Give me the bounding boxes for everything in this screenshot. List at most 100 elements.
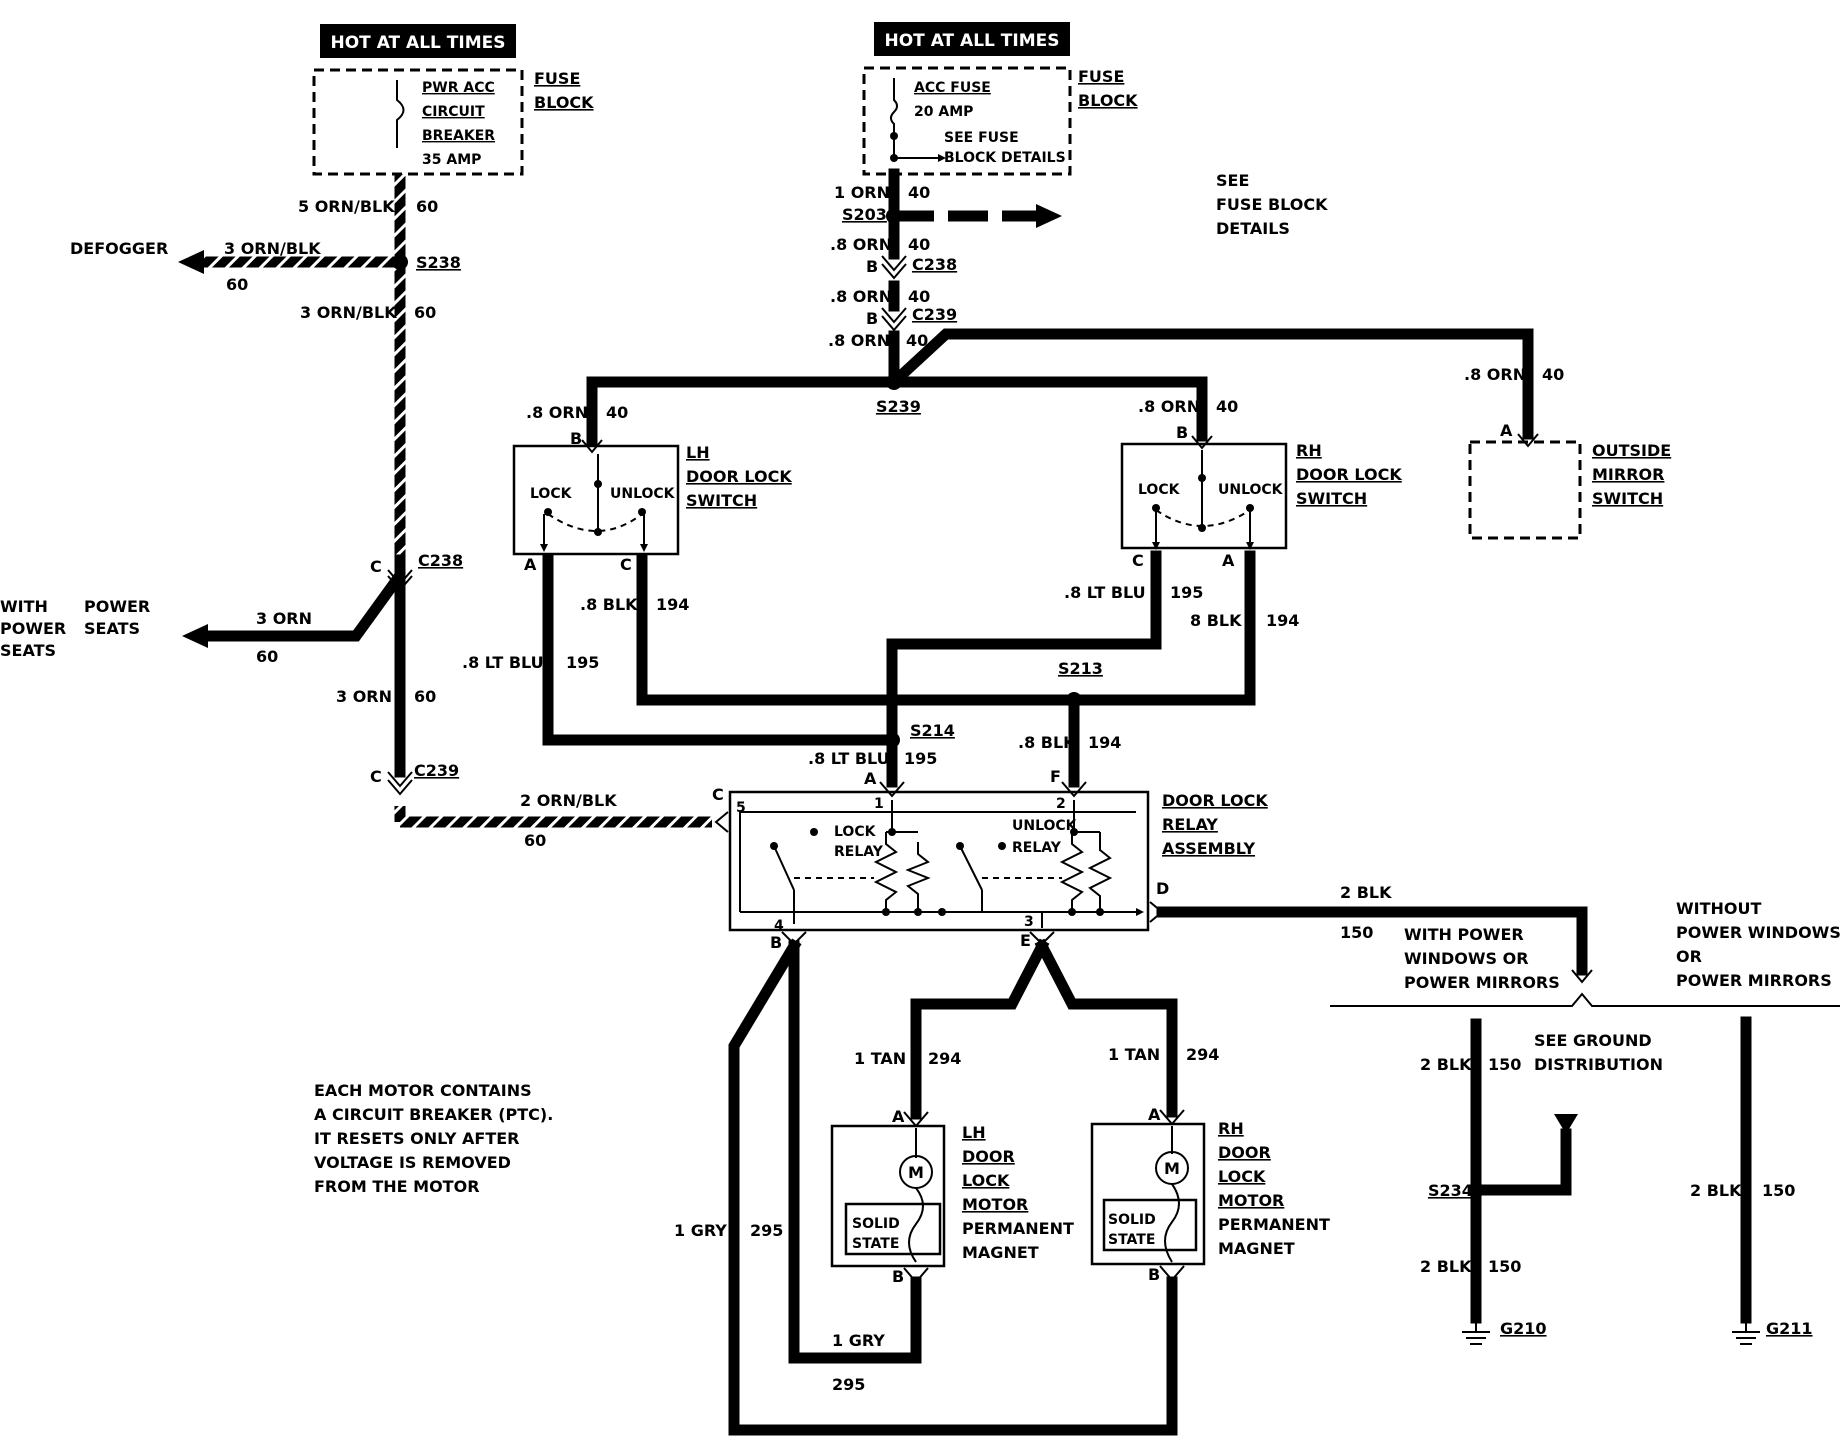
rh-motor-label-2: DOOR [1218,1143,1271,1162]
wire-w23-color: 1 GRY [674,1221,727,1240]
wire-w5-circuit: 60 [414,687,436,706]
lh-switch-label-2: DOOR LOCK [686,467,792,486]
c239-pin-center: B [866,309,878,328]
fuse-symbol [890,78,898,160]
note-line-4: VOLTAGE IS REMOVED [314,1153,511,1172]
wire-w11-color: .8 ORN [526,403,588,422]
without-power-4: POWER MIRRORS [1676,971,1832,990]
with-power-3: POWER MIRRORS [1404,973,1560,992]
breaker-name-1: PWR ACC [422,80,495,96]
splice-s234: S234 [1428,1181,1473,1200]
power-seats-seats: SEATS [0,641,56,660]
wire-w14-color: .8 LT BLU [462,653,544,672]
wire-w2-circuit: 60 [226,275,248,294]
lh-motor-extra-1: PERMANENT [962,1219,1074,1238]
c238-pin-center: B [866,257,878,276]
wire-w16-circuit: 195 [1170,583,1203,602]
c238-label-left: C238 [418,551,463,570]
lock-relay-label-1: LOCK [834,824,877,840]
wire-w24-color: 1 GRY [832,1331,885,1350]
motor-note: EACH MOTOR CONTAINS A CIRCUIT BREAKER (P… [314,1081,553,1196]
breaker-rating: 35 AMP [422,152,481,168]
unlock-relay-label-2: RELAY [1012,840,1062,856]
wire-w21-circuit: 294 [928,1049,961,1068]
mirror-label-2: MIRROR [1592,465,1664,484]
rh-motor-label-1: RH [1218,1119,1244,1138]
rh-motor-label-3: LOCK [1218,1167,1266,1186]
without-power-3: OR [1676,947,1702,966]
wire-w5-color: 3 ORN [336,687,392,706]
ground-g211: G211 [1766,1319,1813,1338]
lh-switch-pin-b: B [570,429,582,448]
lh-motor-label-2: DOOR [962,1147,1015,1166]
rh-motor-pin-a: A [1148,1105,1161,1124]
wire-w25-circuit: 150 [1488,1055,1521,1074]
fuse-details-2: BLOCK DETAILS [944,150,1066,166]
c239-label-center: C239 [912,305,957,324]
lh-switch-lock: LOCK [530,486,573,502]
relay-pin-b: B [770,933,782,952]
lh-motor-extra-2: MAGNET [962,1243,1039,1262]
wire-w12-circuit: 40 [1216,397,1238,416]
lh-door-lock-switch: LOCK UNLOCK [512,439,680,556]
wire-w19-color: .8 BLK [1018,733,1076,752]
connector-c238-center [881,255,907,280]
wire-w20-color: 2 BLK [1340,883,1392,902]
lh-switch-pin-c: C [620,555,632,574]
wire-w25-color: 2 BLK [1420,1055,1472,1074]
defogger-label: DEFOGGER [70,239,168,258]
relay-label-1: DOOR LOCK [1162,791,1268,810]
wire-w15-color: .8 BLK [580,595,638,614]
connector-c239-center [881,307,907,332]
breaker-name-2: CIRCUIT [422,104,485,120]
relay-pin-3: 3 [1024,914,1034,930]
wire-w2-color: 3 ORN/BLK [224,239,321,258]
circuit-40-wiring [586,168,1534,446]
fuse-block-label-2: BLOCK [534,93,594,112]
wire-w22-circuit: 294 [1186,1045,1219,1064]
wire-w15-circuit: 194 [656,595,689,614]
circuit-60-wiring [178,174,712,828]
see-ground-1: SEE GROUND [1534,1031,1652,1050]
relay-pin-2: 2 [1056,796,1066,812]
splice-s239: S239 [876,397,921,416]
power-seats-power: POWER [0,619,66,638]
wire-w20-circuit: 150 [1340,923,1373,942]
relay-label-3: ASSEMBLY [1162,839,1255,858]
rh-state: STATE [1108,1232,1155,1248]
wire-w6-color: 2 ORN/BLK [520,791,617,810]
wire-w27-color: 2 BLK [1690,1181,1742,1200]
splice-s203: S203 [842,205,887,224]
right-fuse-block: ACC FUSE 20 AMP SEE FUSE BLOCK DETAILS F… [862,66,1138,176]
mirror-label-3: SWITCH [1592,489,1663,508]
wire-w1-circuit: 60 [416,197,438,216]
lh-switch-pin-a: A [524,555,537,574]
lh-motor-pin-b: B [892,1267,904,1286]
note-line-1: EACH MOTOR CONTAINS [314,1081,532,1100]
power-seats-c: SEATS [84,619,140,638]
wire-w1-color: 5 ORN/BLK [298,197,395,216]
rh-switch-label-3: SWITCH [1296,489,1367,508]
ground-g210: G210 [1500,1319,1547,1338]
without-power-2: POWER WINDOWS [1676,923,1841,942]
wire-w14-circuit: 195 [566,653,599,672]
c239-label-left: C239 [414,761,459,780]
outside-mirror-switch [1468,433,1582,540]
wire-w4-circuit: 60 [256,647,278,666]
relay-pin-d: D [1156,879,1169,898]
lh-motor-label-1: LH [962,1123,986,1142]
wire-w10-color: .8 ORN [828,331,890,350]
rh-switch-pin-c: C [1132,551,1144,570]
wire-w26-color: 2 BLK [1420,1257,1472,1276]
right-hot-header: HOT AT ALL TIMES [874,22,1070,56]
wire-w17-circuit: 194 [1266,611,1299,630]
lh-motor-m: M [908,1163,924,1182]
relay-pin-1: 1 [874,796,884,812]
lh-solid: SOLID [852,1216,900,1232]
wire-w21-color: 1 TAN [854,1049,906,1068]
lh-motor-label-3: LOCK [962,1171,1010,1190]
fuse-block-label-r1: FUSE [1078,67,1124,86]
wire-w7-circuit: 40 [908,183,930,202]
without-power-1: WITHOUT [1676,899,1762,918]
